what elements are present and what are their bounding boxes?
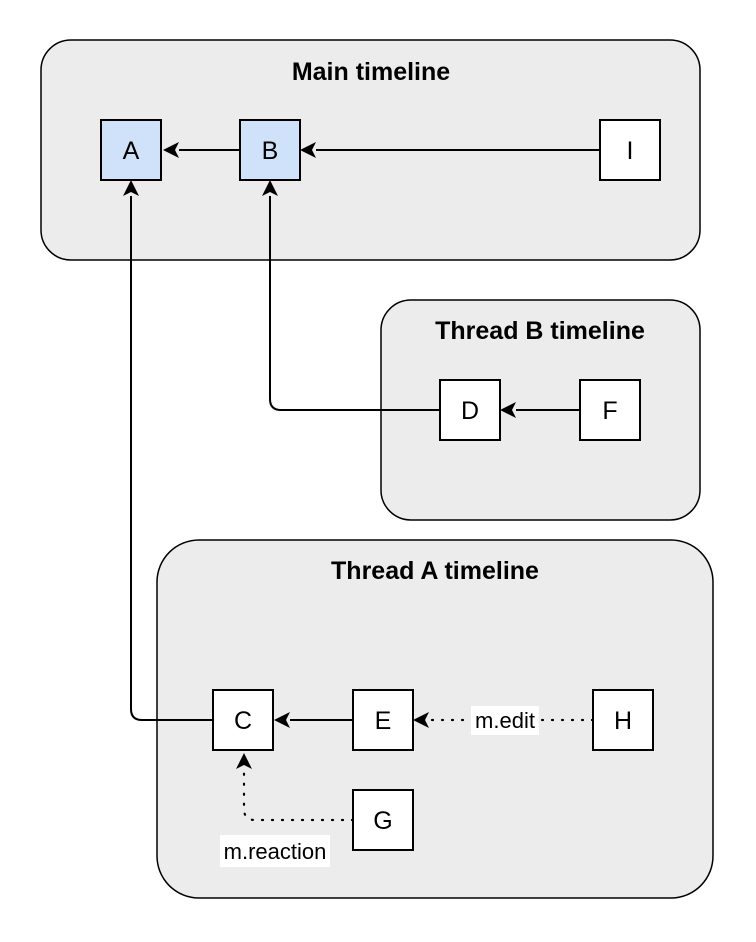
node-g-box <box>352 789 414 851</box>
node-b-label: B <box>262 137 279 165</box>
node-i-label: I <box>627 137 634 165</box>
edge-b-to-a <box>163 142 240 158</box>
edge-label-m-reaction-bg <box>220 835 330 867</box>
node-a-label: A <box>123 137 140 165</box>
edge-f-to-d-arrowhead-icon <box>500 402 516 418</box>
edge-c-to-a <box>123 180 213 721</box>
edge-d-to-b <box>262 180 440 411</box>
edge-e-to-c <box>274 712 353 728</box>
node-e-box <box>352 689 414 751</box>
edge-d-to-b-line <box>269 196 440 411</box>
edge-i-to-b <box>300 142 600 158</box>
node-c-box <box>212 689 274 751</box>
node-a: A <box>100 119 162 181</box>
edge-b-to-a-arrowhead-icon <box>163 142 179 158</box>
edge-h-to-e: m.edit <box>413 706 595 735</box>
node-b: B <box>239 119 301 181</box>
node-h: H <box>592 689 654 751</box>
node-g-label: G <box>373 807 392 835</box>
edge-d-to-b-arrowhead-icon <box>262 180 278 196</box>
node-d-box <box>439 379 501 441</box>
node-g: G <box>352 789 414 851</box>
node-d-label: D <box>461 397 479 425</box>
main-timeline-title: Main timeline <box>292 58 450 86</box>
edge-c-to-a-arrowhead-icon <box>123 180 139 196</box>
node-h-label: H <box>614 707 632 735</box>
thread-a-timeline-title: Thread A timeline <box>331 557 539 585</box>
edge-label-m-edit-bg <box>471 706 539 735</box>
edge-f-to-d <box>500 402 580 418</box>
node-b-box <box>239 119 301 181</box>
node-f-label: F <box>602 397 617 425</box>
node-i: I <box>599 119 661 181</box>
node-a-box <box>100 119 162 181</box>
edge-g-to-c: m.reaction <box>220 753 355 867</box>
node-h-box <box>592 689 654 751</box>
edge-c-to-a-line <box>130 196 213 721</box>
node-c-label: C <box>234 707 252 735</box>
edge-i-to-b-arrowhead-icon <box>300 142 316 158</box>
node-f-box <box>579 379 641 441</box>
node-i-box <box>599 119 661 181</box>
node-e: E <box>352 689 414 751</box>
edge-h-to-e-arrowhead-icon <box>413 712 429 728</box>
node-d: D <box>439 379 501 441</box>
thread-b-timeline-title: Thread B timeline <box>435 317 645 345</box>
edge-g-to-c-arrowhead-icon <box>236 753 252 769</box>
node-e-label: E <box>375 707 392 735</box>
edge-e-to-c-arrowhead-icon <box>274 712 290 728</box>
edge-label-m-edit: m.edit <box>475 708 535 733</box>
node-c: C <box>212 689 274 751</box>
edge-label-m-reaction: m.reaction <box>224 839 327 864</box>
node-f: F <box>579 379 641 441</box>
